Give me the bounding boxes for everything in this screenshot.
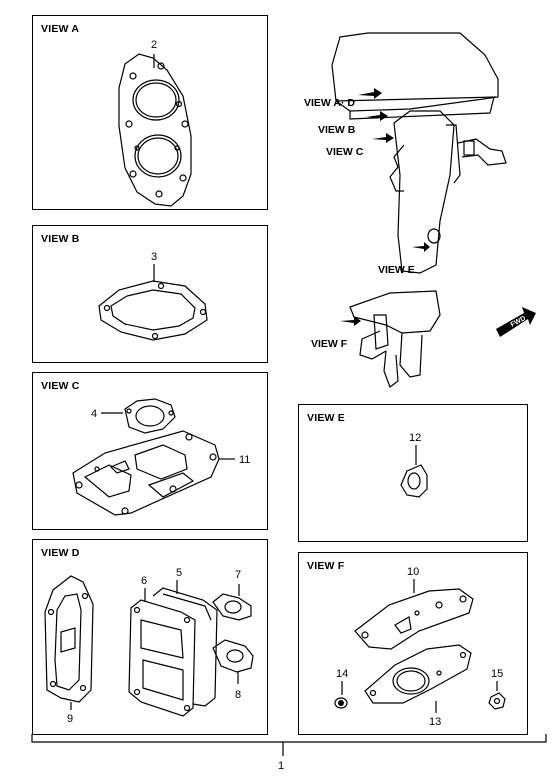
panel-view-f: VIEW F 10 14 15	[298, 552, 528, 735]
part-number-12: 12	[409, 432, 421, 444]
part-number-9: 9	[67, 713, 73, 725]
part-number-10: 10	[407, 566, 419, 578]
assembly-number: 1	[278, 760, 285, 772]
fwd-label: FWD	[510, 315, 527, 329]
panel-title: VIEW E	[307, 412, 345, 424]
part-number-13: 13	[429, 716, 441, 728]
part-number-14: 14	[336, 668, 348, 680]
motor-label-view-ad: VIEW A· D	[304, 97, 355, 109]
motor-label-view-e: VIEW E	[378, 264, 415, 276]
cylinder-head-gasket-drawing: 2	[118, 39, 192, 207]
motor-label-view-f: VIEW F	[311, 338, 348, 350]
part-number-2: 2	[151, 39, 157, 51]
panel-view-b: VIEW B 3	[32, 225, 268, 363]
panel-view-a: VIEW A 2	[32, 15, 268, 210]
panel-view-c: VIEW C 4 11	[32, 372, 268, 530]
lower-gasket-drawing: 3	[98, 251, 208, 341]
part-number-7: 7	[235, 569, 241, 581]
water-pump-gasket-drawing: 10 14 15 13	[334, 566, 506, 728]
outboard-motor-illustration: FWD	[331, 32, 536, 388]
part-number-8: 8	[235, 689, 241, 701]
exhaust-gasket-set-drawing: 5 6 7 8 9	[44, 567, 254, 725]
intake-gasket-drawing: 4 11	[72, 398, 250, 516]
part-number-11: 11	[239, 454, 250, 466]
panel-title: VIEW F	[307, 560, 345, 572]
panel-title: VIEW D	[41, 547, 80, 559]
panel-title: VIEW B	[41, 233, 80, 245]
panel-view-e: VIEW E 12	[298, 404, 528, 542]
motor-label-view-c: VIEW C	[326, 146, 364, 158]
part-number-6: 6	[141, 575, 147, 587]
part-number-4: 4	[91, 408, 97, 420]
part-number-15: 15	[491, 668, 503, 680]
panel-title: VIEW A	[41, 23, 80, 35]
panel-title: VIEW C	[41, 380, 80, 392]
motor-label-view-b: VIEW B	[318, 124, 356, 136]
panel-view-d: VIEW D	[32, 539, 268, 735]
part-number-5: 5	[176, 567, 182, 579]
small-gasket-drawing: 12	[400, 432, 428, 498]
part-number-3: 3	[151, 251, 157, 263]
